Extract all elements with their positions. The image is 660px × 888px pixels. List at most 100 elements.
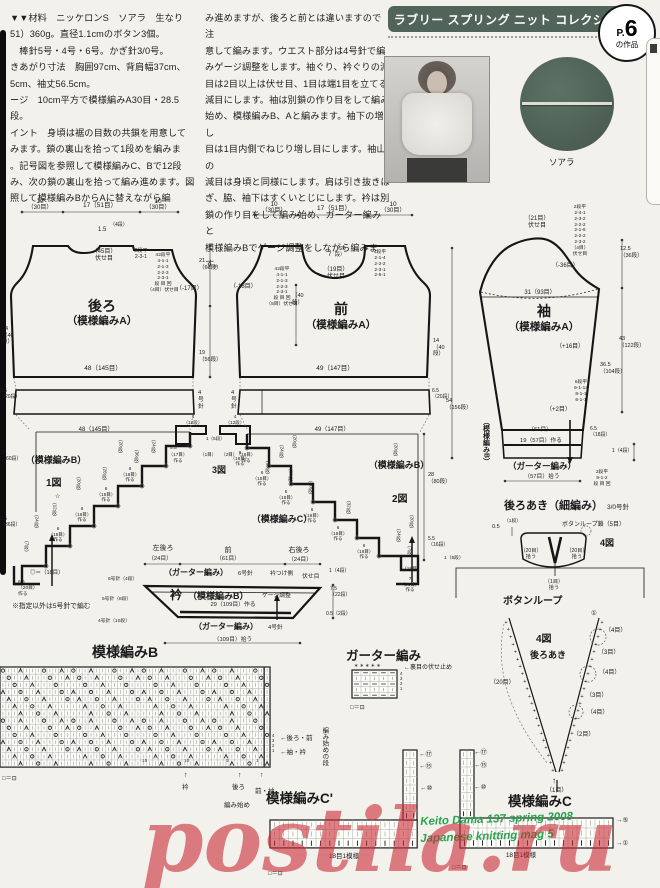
collar-garter-top-line: [149, 591, 317, 594]
fig4-left-arm: [508, 617, 557, 773]
svg-text:+: +: [564, 753, 567, 759]
svg-text:+: +: [504, 620, 507, 626]
svg-text:+: +: [507, 627, 510, 633]
svg-text:+: +: [511, 642, 514, 648]
svg-text:+: +: [578, 701, 581, 707]
fig1-staircase: [14, 432, 192, 586]
fig2-corner: [396, 554, 420, 586]
dimension-lines: [20, 210, 636, 645]
svg-text:+: +: [537, 723, 540, 729]
chart-cStrip: [459, 749, 475, 819]
page-edge-tab: [646, 38, 660, 205]
svg-text:+: +: [516, 657, 519, 663]
instructions-block: ▼▼材料 ニッケロンS ソアラ 生なり 51）360g。直径1.1cmのボタン3…: [10, 10, 390, 273]
dotted-connectors: [13, 377, 430, 433]
svg-text:+: +: [586, 672, 589, 678]
chart-cBar: [459, 817, 614, 849]
svg-text:+: +: [582, 686, 585, 692]
svg-text:+: +: [544, 746, 547, 752]
svg-text:+: +: [530, 701, 533, 707]
chart-cpStrip: [402, 749, 418, 821]
front-waist-band: [237, 389, 431, 415]
model-photo: [384, 56, 490, 183]
watermark: postila.ru: [142, 788, 618, 888]
svg-text:+: +: [542, 738, 545, 744]
svg-text:+: +: [533, 709, 536, 715]
svg-text:+: +: [590, 657, 593, 663]
svg-text:+: +: [584, 679, 587, 685]
svg-text:+: +: [551, 768, 554, 774]
fig1-arrowhead: [49, 534, 55, 541]
badge-caption: の作品: [615, 40, 639, 50]
sleeve-outline: [478, 237, 601, 432]
fig4-left-bracket: [501, 623, 549, 765]
sleeve-cuff: [501, 429, 584, 459]
fig2-arrowhead: [409, 536, 415, 543]
svg-text:+: +: [560, 768, 563, 774]
svg-text:+: +: [528, 694, 531, 700]
svg-text:+: +: [562, 760, 565, 766]
back-waist-band: [13, 389, 195, 415]
svg-text:+: +: [509, 635, 512, 641]
sleeve-cap-pickup-line: [480, 288, 599, 299]
photo-face: [427, 71, 447, 95]
yarn-strand: [522, 102, 612, 105]
svg-text:+: +: [568, 738, 571, 744]
instructions-column-1: ▼▼材料 ニッケロンS ソアラ 生なり 51）360g。直径1.1cmのボタン3…: [10, 13, 195, 204]
svg-text:+: +: [600, 620, 603, 626]
fig4-right-arm: [558, 617, 600, 773]
chart-b: [0, 666, 271, 768]
svg-text:+: +: [523, 679, 526, 685]
fig2-staircase: [245, 434, 418, 572]
svg-text:+: +: [596, 635, 599, 641]
svg-text:+: +: [580, 694, 583, 700]
svg-text:+: +: [526, 686, 529, 692]
collar-outline: [142, 584, 323, 620]
collection-title: ラブリー スプリング ニット コレクション: [393, 12, 631, 27]
svg-text:+: +: [598, 627, 601, 633]
svg-text:+: +: [547, 753, 550, 759]
fig3-step-left: [175, 425, 207, 445]
svg-text:+: +: [594, 642, 597, 648]
fig2-step-markers: [244, 445, 382, 559]
collar-garter-bottom-band: [179, 610, 292, 615]
back-opening-outline: [520, 532, 587, 568]
photo-skirt: [407, 158, 467, 182]
back-piece-outline: [9, 244, 198, 379]
badge-number: 6: [624, 15, 638, 42]
svg-text:+: +: [574, 716, 577, 722]
svg-text:+: +: [576, 709, 579, 715]
svg-text:+: +: [592, 649, 595, 655]
badge-prefix: P.: [616, 28, 625, 40]
svg-text:+: +: [572, 723, 575, 729]
back-opening-bracket: [455, 567, 645, 598]
header-dotted-line: [388, 36, 648, 38]
fig4-crochet-stitches: +++++++++++++++++++++: [560, 620, 603, 774]
svg-text:+: +: [566, 746, 569, 752]
chart-cpBar: [269, 819, 418, 849]
front-piece-outline: [235, 244, 432, 379]
fig4-buttonloops: [568, 628, 607, 720]
svg-text:+: +: [514, 649, 517, 655]
svg-text:+: +: [518, 664, 521, 670]
photo-sweater: [402, 93, 472, 155]
back-opening-v: [547, 536, 563, 564]
svg-text:+: +: [540, 731, 543, 737]
fig3-step-right: [219, 425, 251, 445]
svg-text:+: +: [549, 760, 552, 766]
chart-garter: [351, 669, 398, 699]
collar-arrowhead: [274, 594, 280, 601]
fig1-corner: [12, 566, 40, 586]
svg-text:+: +: [521, 672, 524, 678]
svg-text:+: +: [535, 716, 538, 722]
scan-edge-bar: [0, 30, 6, 575]
svg-text:+: +: [588, 664, 591, 670]
fig4-crochet-stitches: +++++++++++++++++++++: [504, 620, 554, 774]
collection-title-banner: ラブリー スプリング ニット コレクション: [388, 6, 636, 32]
fig1-step-markers: [43, 443, 193, 569]
svg-text:+: +: [570, 731, 573, 737]
yarn-name-label: ソアラ: [549, 157, 575, 167]
cuff-arrowhead: [567, 457, 573, 464]
